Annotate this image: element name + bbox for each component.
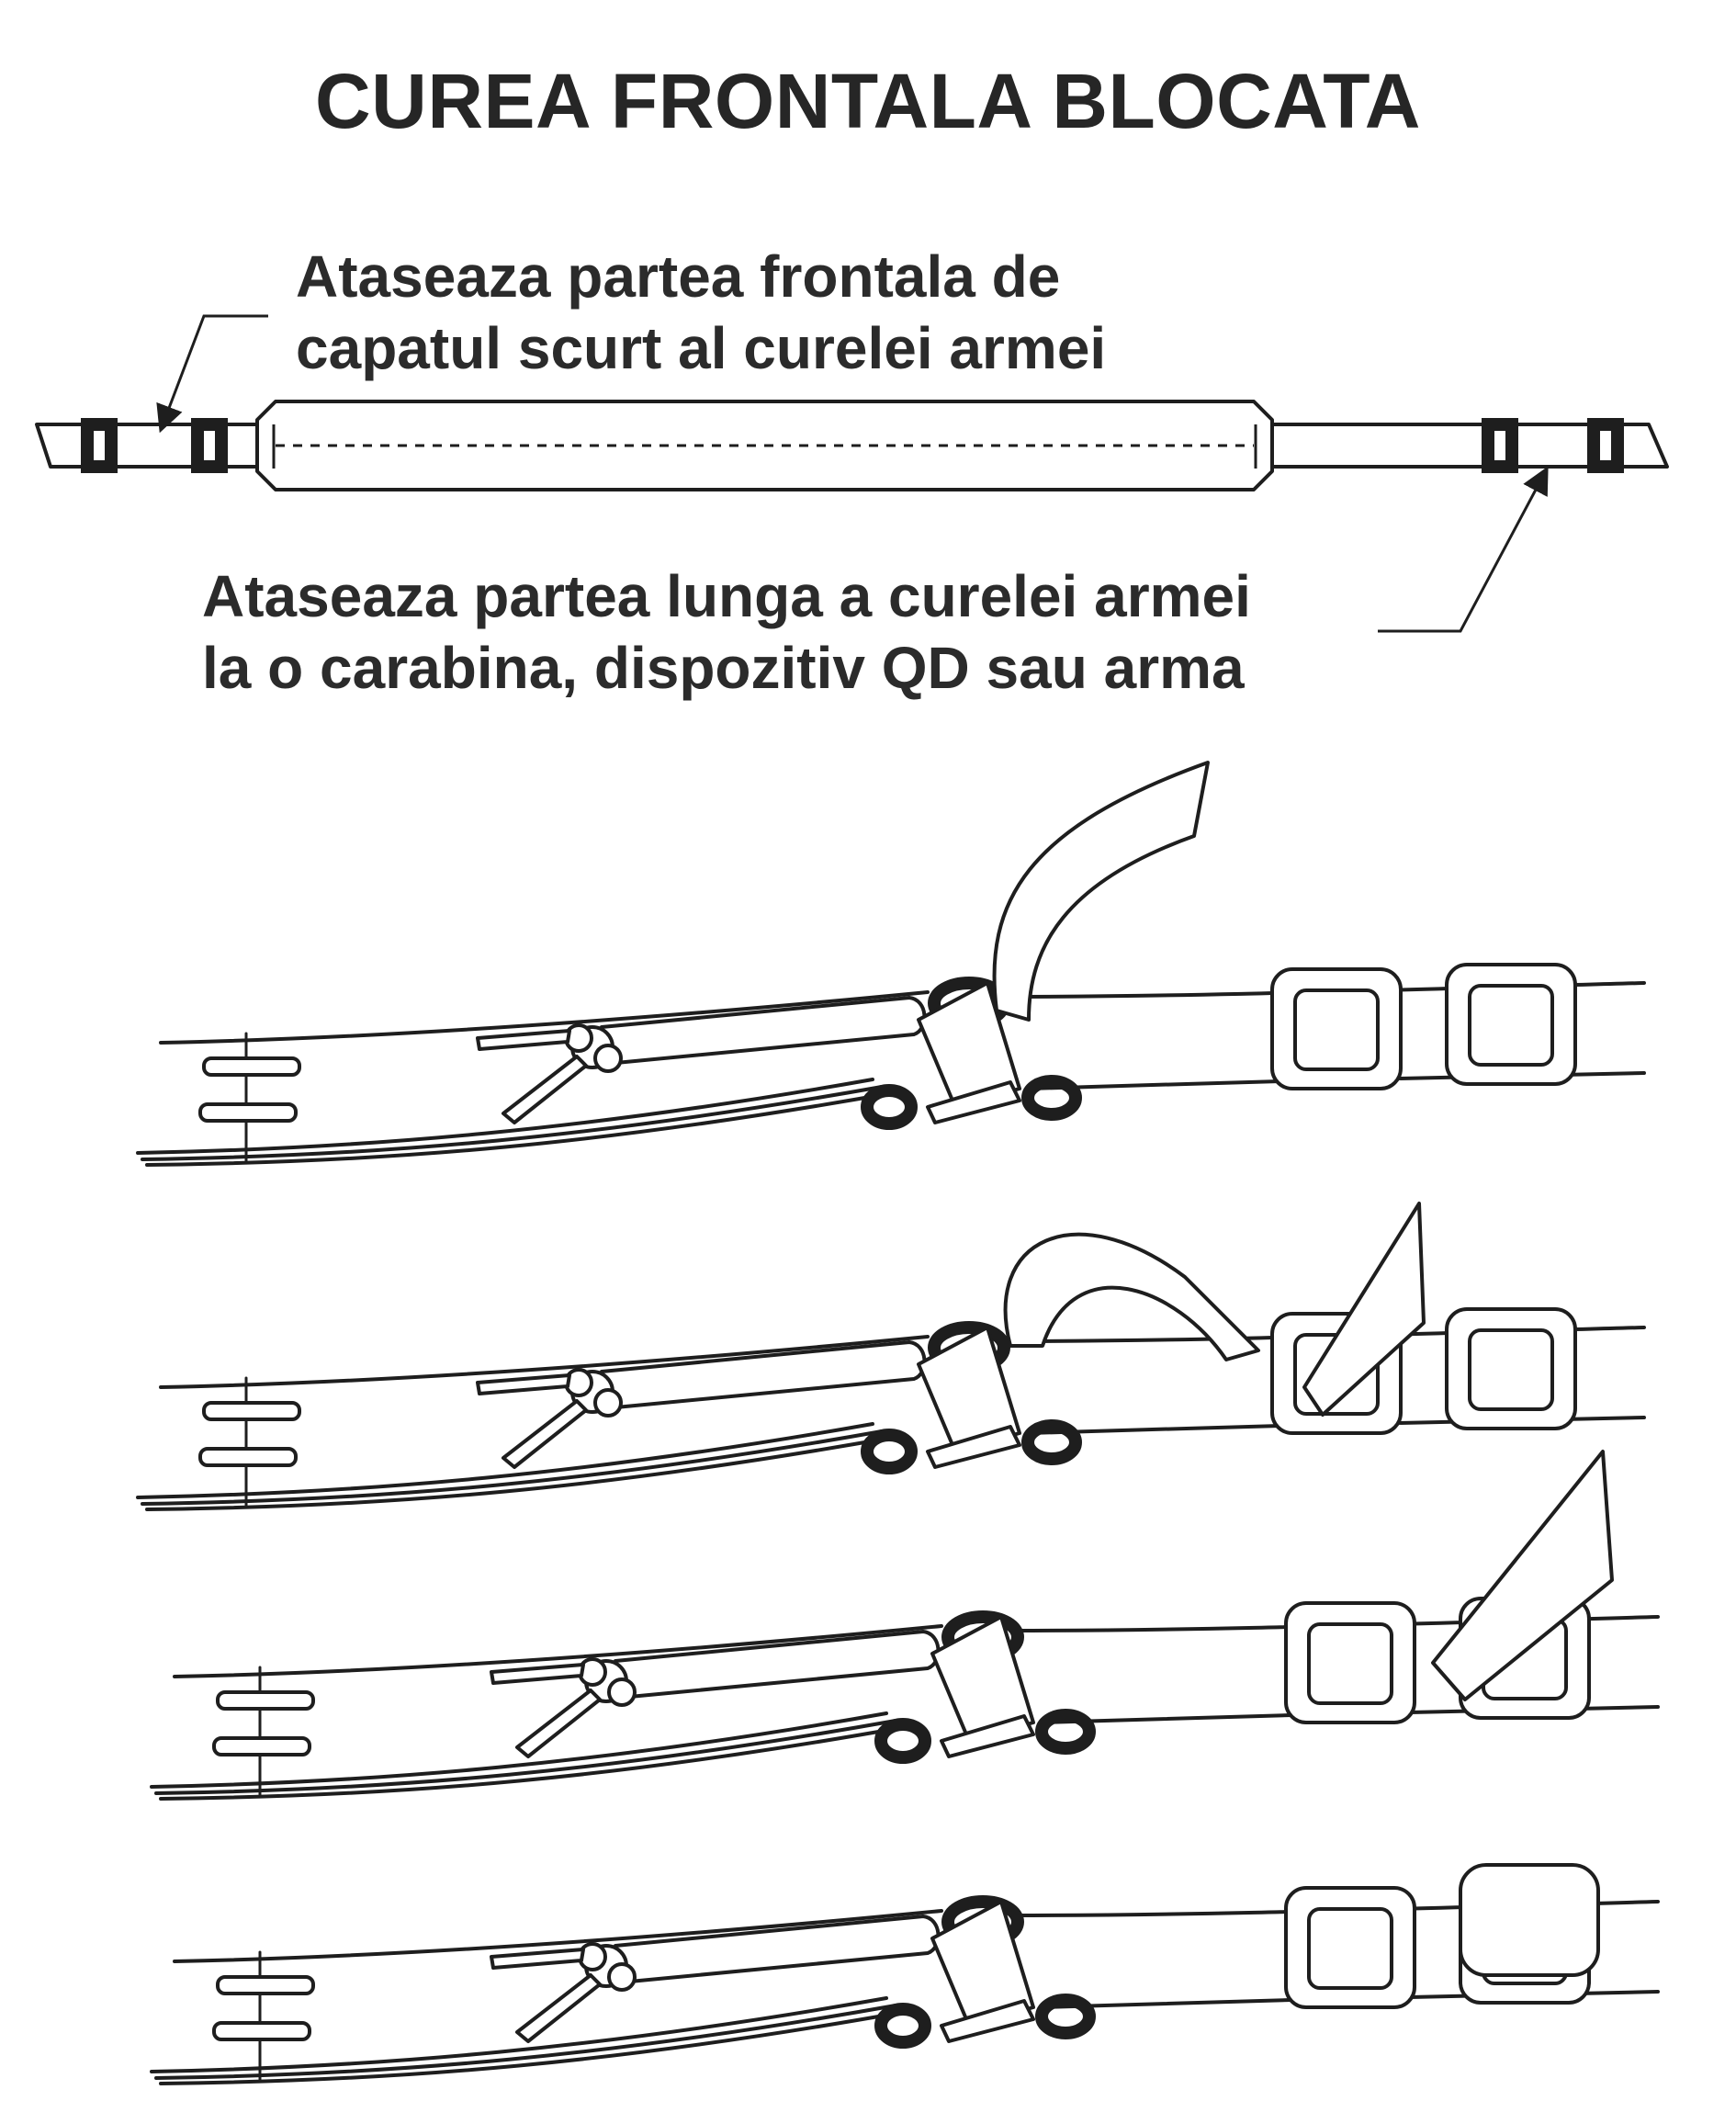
short-end-caption-line-1: Ataseaza partea frontala de <box>296 243 1061 310</box>
long-end-caption-line-1: Ataseaza partea lunga a curelei armei <box>202 563 1251 629</box>
long-end-caption-line-2: la o carabina, dispozitiv QD sau arma <box>202 635 1245 701</box>
assembly-step-4 <box>152 1863 1658 2084</box>
long-end-caption: Ataseaza partea lunga a curelei armei la… <box>202 560 1251 704</box>
assembly-step-2 <box>138 1202 1644 1509</box>
page-title: CUREA FRONTALA BLOCATA <box>315 58 1421 144</box>
leader-arrows <box>156 314 1549 633</box>
overview-strap <box>35 400 1669 491</box>
assembly-step-3 <box>152 1450 1658 1799</box>
assembly-step-1 <box>138 761 1644 1165</box>
short-end-caption: Ataseaza partea frontala de capatul scur… <box>296 241 1106 384</box>
short-end-caption-line-2: capatul scurt al curelei armei <box>296 315 1107 381</box>
